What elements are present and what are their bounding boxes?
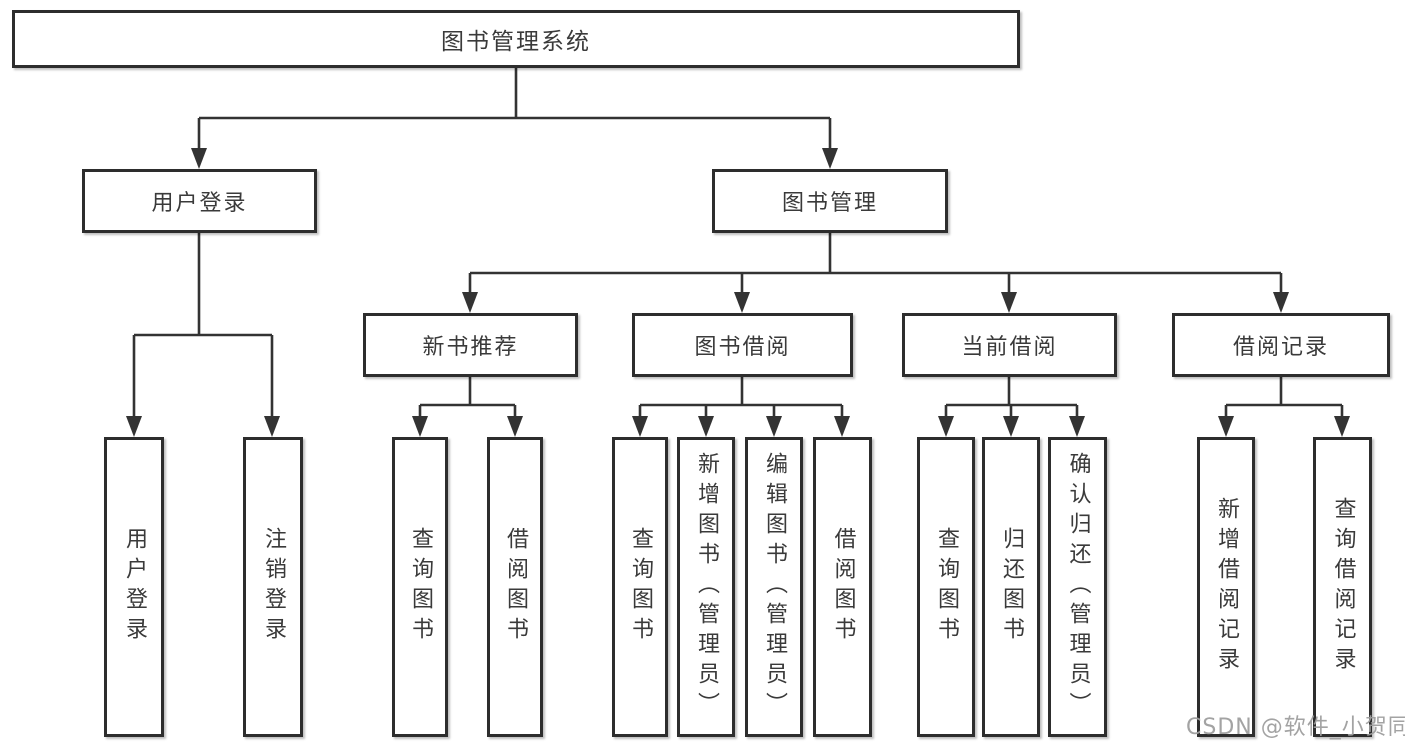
leaf-edit-book-admin: 编辑图书（管理员） [745, 437, 803, 737]
connector-current-borrow [938, 377, 1085, 437]
leaf-logout: 注销登录 [243, 437, 303, 737]
leaf-label: 新增图书（管理员） [694, 452, 719, 722]
connector-book-management [462, 233, 1289, 313]
leaf-label: 查询图书 [934, 527, 959, 647]
connector-new-book [412, 377, 523, 437]
watermark: CSDN @软件_小贺同学 [1186, 715, 1405, 740]
node-book-borrow: 图书借阅 [632, 313, 853, 377]
node-book-management: 图书管理 [712, 169, 948, 233]
connector-root [191, 68, 838, 169]
leaf-add-book-admin: 新增图书（管理员） [677, 437, 735, 737]
leaf-label: 查询借阅记录 [1330, 497, 1356, 677]
node-borrow-record: 借阅记录 [1172, 313, 1390, 377]
leaf-borrow-book-1: 借阅图书 [487, 437, 543, 737]
leaf-borrow-book-2: 借阅图书 [813, 437, 872, 737]
leaf-label: 借阅图书 [503, 527, 528, 647]
connector-user-login [126, 233, 280, 437]
leaf-label: 查询图书 [628, 527, 653, 647]
leaf-label: 借阅图书 [830, 527, 856, 647]
leaf-label: 归还图书 [999, 527, 1024, 647]
node-user-login: 用户登录 [82, 169, 317, 233]
leaf-confirm-return-admin: 确认归还（管理员） [1048, 437, 1107, 737]
leaf-query-borrow-record: 查询借阅记录 [1313, 437, 1372, 737]
leaf-label: 确认归还（管理员） [1065, 452, 1091, 722]
connector-book-borrow [632, 377, 850, 437]
leaf-query-book-3: 查询图书 [917, 437, 975, 737]
leaf-return-book: 归还图书 [982, 437, 1040, 737]
leaf-label: 查询图书 [408, 527, 433, 647]
node-library-management-system: 图书管理系统 [12, 10, 1020, 68]
leaf-label: 编辑图书（管理员） [762, 452, 787, 722]
leaf-query-book-2: 查询图书 [612, 437, 668, 737]
leaf-label: 新增借阅记录 [1214, 497, 1239, 677]
leaf-label: 注销登录 [261, 527, 286, 647]
node-current-borrow: 当前借阅 [902, 313, 1117, 377]
leaf-add-borrow-record: 新增借阅记录 [1197, 437, 1255, 737]
connector-borrow-record [1218, 377, 1350, 437]
node-new-book-recommend: 新书推荐 [363, 313, 578, 377]
leaf-label: 用户登录 [122, 527, 147, 647]
leaf-query-book-1: 查询图书 [392, 437, 448, 737]
leaf-user-login: 用户登录 [104, 437, 164, 737]
